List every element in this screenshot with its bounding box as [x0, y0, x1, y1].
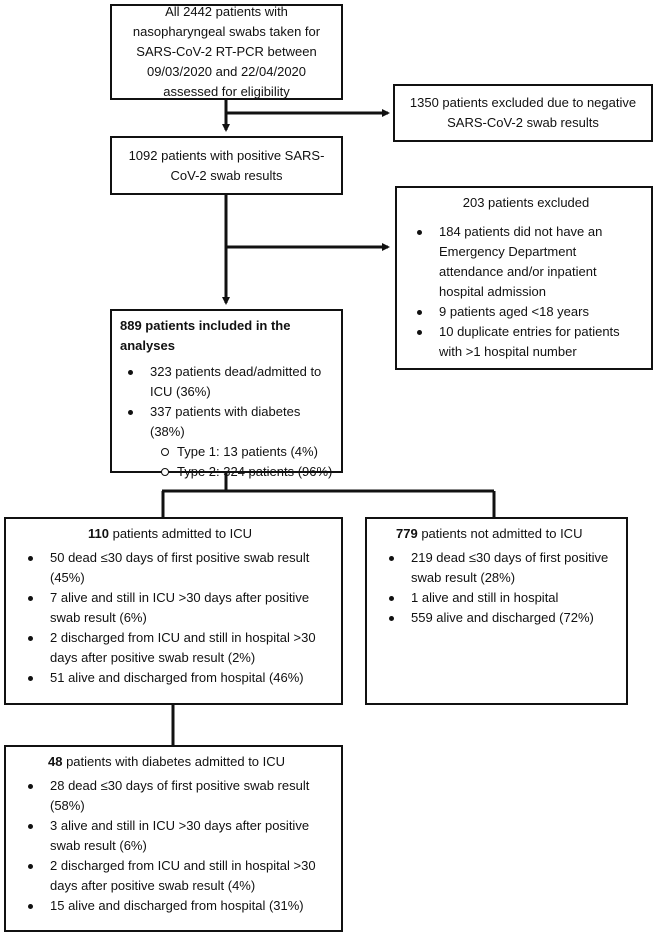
diabetes-type-item: Type 1: 13 patients (4%) [120, 442, 333, 462]
icu-title: 110 patients admitted to ICU [20, 524, 333, 544]
non-icu-title: 779 patients not admitted to ICU [381, 524, 618, 544]
diabetes-icu-title: 48 patients with diabetes admitted to IC… [20, 752, 333, 772]
excluded-title: 203 patients excluded [462, 195, 590, 210]
assessed-box: All 2442 patients with nasopharyngeal sw… [110, 4, 343, 100]
diabetes-icu-box: 48 patients with diabetes admitted to IC… [4, 745, 343, 932]
included-item: 323 patients dead/admitted to ICU (36%) [120, 362, 333, 402]
excluded-item: 10 duplicate entries for patients with >… [409, 322, 643, 362]
included-item: 337 patients with diabetes (38%) [120, 402, 333, 442]
non-icu-box: 779 patients not admitted to ICU 219 dea… [365, 517, 628, 705]
icu-outcome-item: 2 discharged from ICU and still in hospi… [20, 628, 333, 668]
negative-excluded-text: 1350 patients excluded due to negative S… [409, 95, 637, 130]
diabetes-icu-outcome-item: 15 alive and discharged from hospital (3… [20, 896, 333, 916]
excluded-item: 9 patients aged <18 years [409, 302, 643, 322]
icu-box: 110 patients admitted to ICU 50 dead ≤30… [4, 517, 343, 705]
icu-count: 110 [88, 526, 109, 541]
diabetes-type-item: Type 2: 324 patients (96%) [120, 462, 333, 482]
non-icu-outcome-item: 559 alive and discharged (72%) [381, 608, 618, 628]
diabetes-icu-count: 48 [48, 754, 63, 769]
diabetes-icu-outcome-item: 2 discharged from ICU and still in hospi… [20, 856, 333, 896]
icu-title-text: patients admitted to ICU [108, 526, 253, 541]
excluded-box: 203 patients excluded 184 patients did n… [395, 186, 653, 370]
diabetes-icu-title-text: patients with diabetes admitted to ICU [62, 754, 286, 769]
non-icu-outcome-item: 219 dead ≤30 days of first positive swab… [381, 548, 618, 588]
excluded-item: 184 patients did not have an Emergency D… [409, 222, 643, 302]
non-icu-outcome-item: 1 alive and still in hospital [381, 588, 618, 608]
assessed-text: All 2442 patients with nasopharyngeal sw… [132, 4, 321, 99]
diabetes-icu-outcome-item: 28 dead ≤30 days of first positive swab … [20, 776, 333, 816]
included-box: 889 patients included in the analyses 32… [110, 309, 343, 479]
icu-outcome-item: 51 alive and discharged from hospital (4… [20, 668, 333, 688]
icu-outcome-item: 7 alive and still in ICU >30 days after … [20, 588, 333, 628]
diabetes-icu-outcome-item: 3 alive and still in ICU >30 days after … [20, 816, 333, 856]
positive-box: 1092 patients with positive SARS-CoV-2 s… [110, 136, 343, 195]
non-icu-title-text: patients not admitted to ICU [417, 526, 583, 541]
non-icu-count: 779 [396, 526, 418, 541]
negative-excluded-box: 1350 patients excluded due to negative S… [393, 84, 653, 142]
icu-outcome-item: 50 dead ≤30 days of first positive swab … [20, 548, 333, 588]
included-title: 889 patients included in the analyses [120, 318, 291, 353]
positive-text: 1092 patients with positive SARS-CoV-2 s… [128, 147, 325, 183]
